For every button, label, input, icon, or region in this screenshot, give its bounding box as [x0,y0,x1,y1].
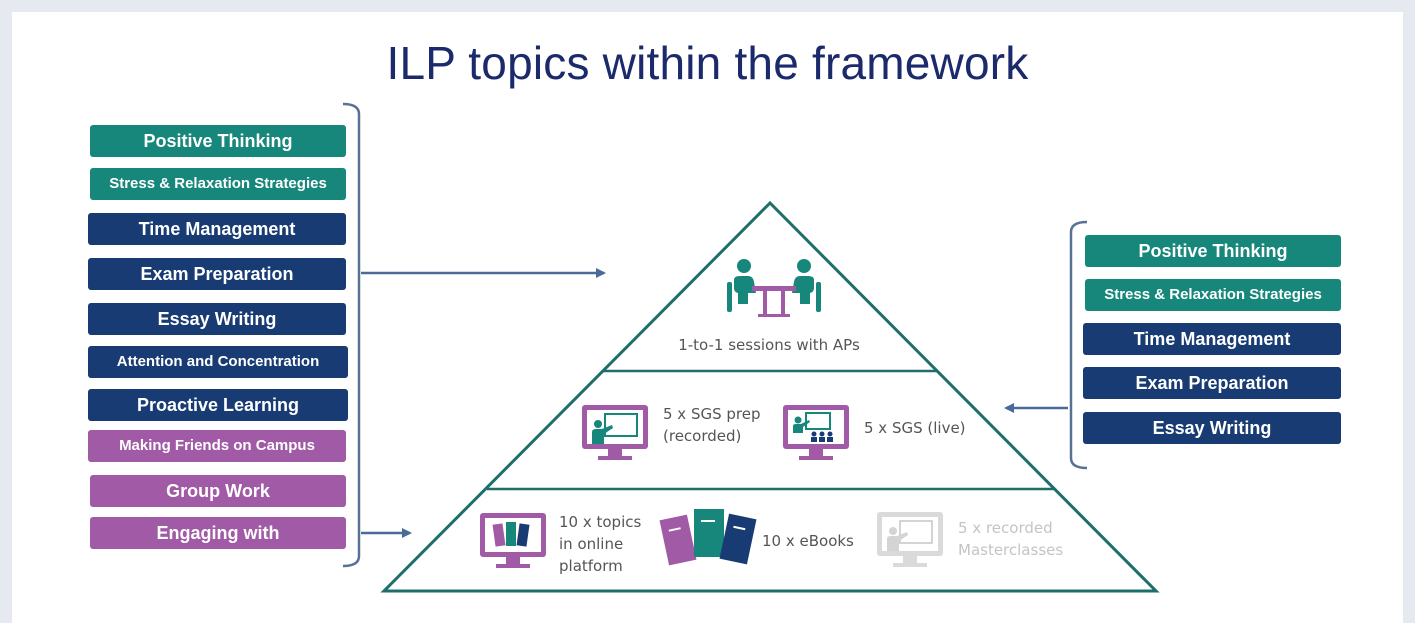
topics-line2: in online [559,535,623,553]
left-topic-positive-thinking: Positive Thinking [90,125,346,157]
left-topic-group-work: Group Work [90,475,346,507]
left-topic-time-management: Time Management [88,213,346,245]
topics-line1: 10 x topics [559,513,641,531]
right-topic-stress-relaxation: Stress & Relaxation Strategies [1085,279,1341,311]
left-topic-exam-preparation: Exam Preparation [88,258,346,290]
sgs-prep-line2: (recorded) [663,427,741,445]
left-topic-essay-writing: Essay Writing [88,303,346,335]
left-topic-proactive-learning: Proactive Learning [88,389,348,421]
slide-title: ILP topics within the framework [386,37,1029,89]
meeting-icon [727,259,821,317]
sgs-live-icon [783,405,849,460]
right-topic-essay-writing: Essay Writing [1083,412,1341,444]
topics-line3: platform [559,557,623,575]
left-bracket [342,102,361,568]
books-monitor-icon [480,513,546,568]
left-topic-attention-concentration: Attention and Concentration [88,346,348,378]
left-topic-stress-relaxation: Stress & Relaxation Strategies [90,168,346,200]
right-topic-exam-preparation: Exam Preparation [1083,367,1341,399]
right-topic-time-management: Time Management [1083,323,1341,355]
masterclass-icon [877,512,943,567]
sgs-live-label: 5 x SGS (live) [864,419,966,437]
masterclass-line1: 5 x recorded [958,519,1053,537]
sgs-prep-icon [582,405,648,460]
ebooks-icon [659,509,757,566]
masterclass-line2: Masterclasses [958,541,1063,559]
left-topic-making-friends: Making Friends on Campus [88,430,346,462]
tier1-label: 1-to-1 sessions with APs [678,336,860,354]
sgs-prep-line1: 5 x SGS prep [663,405,761,423]
pyramid [380,200,1160,593]
right-bracket [1069,220,1088,470]
ebooks-label: 10 x eBooks [762,532,854,550]
right-topic-positive-thinking: Positive Thinking [1085,235,1341,267]
left-topic-engaging-with: Engaging with [90,517,346,549]
